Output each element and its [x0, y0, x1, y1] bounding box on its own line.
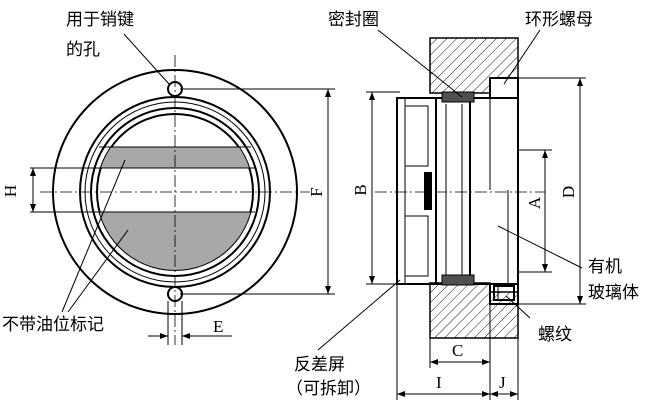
- reflector-outer: [396, 97, 437, 285]
- seal-ring-upper: [441, 91, 475, 103]
- ring-nut-lower: [489, 283, 519, 305]
- label-glass-line1: 有机: [588, 257, 622, 277]
- reflector-center-gap: [424, 172, 432, 210]
- e-arrows-icon: [160, 333, 190, 339]
- label-pin-hole-line1: 用于销键: [66, 10, 134, 30]
- housing-wall-lower: [429, 282, 519, 339]
- section-view: B A D C I J 密封圈 环形螺母 有机: [286, 10, 639, 400]
- dim-h: H: [1, 185, 20, 197]
- label-reflector-line1: 反差屏: [294, 355, 345, 375]
- label-seal-ring: 密封圈: [328, 10, 379, 30]
- pin-hole-leader: [123, 33, 170, 85]
- seal-ring-leader: [377, 29, 463, 98]
- reflector-inner-top: [404, 105, 429, 167]
- dim-j: J: [499, 373, 506, 392]
- ring-nut-upper: [489, 77, 519, 99]
- reflector-leader: [317, 279, 401, 351]
- dim-c: C: [452, 341, 463, 360]
- oil-mark-leader-1: [61, 159, 126, 313]
- ring-nut-leader: [503, 29, 541, 85]
- ij-arrows-icon: [397, 391, 518, 397]
- housing-wall-upper: [429, 37, 519, 94]
- thread-leader: [505, 295, 531, 319]
- label-pin-hole-line2: 的孔: [66, 40, 100, 60]
- seal-ring-lower: [441, 274, 475, 286]
- oil-mark-leader-2: [67, 229, 129, 313]
- reflector-inner-bottom: [404, 215, 429, 277]
- dim-i: I: [436, 373, 442, 392]
- glass-body: [435, 97, 471, 285]
- ring-nut-body: [469, 97, 519, 285]
- dim-a: A: [525, 196, 544, 209]
- glass-leader: [497, 225, 583, 269]
- dim-b: B: [351, 184, 370, 195]
- label-glass-line2: 玻璃体: [588, 283, 639, 303]
- dim-e: E: [213, 317, 223, 336]
- label-thread: 螺纹: [538, 325, 572, 345]
- label-ring-nut: 环形螺母: [525, 10, 593, 30]
- thread-stud: [493, 285, 515, 301]
- dim-f: F: [307, 187, 326, 196]
- label-oil-mark: 不带油位标记: [2, 315, 104, 335]
- label-reflector-line2: （可拆卸）: [286, 379, 371, 399]
- front-view: H F E 用于销键 的孔 不带油位标记: [1, 10, 335, 345]
- dim-d: D: [559, 186, 578, 198]
